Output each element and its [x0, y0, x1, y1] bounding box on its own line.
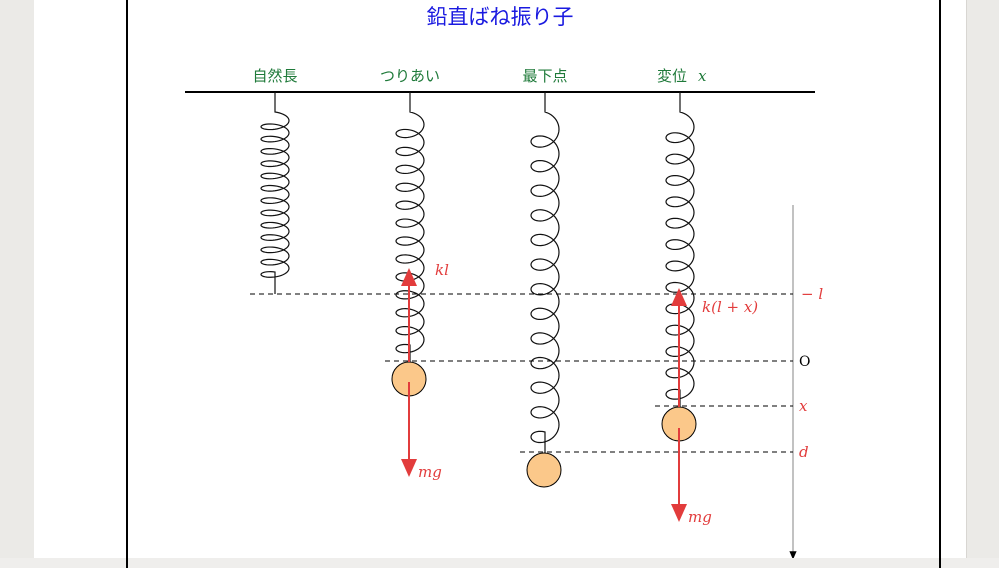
- label-gravity-disp: mg: [688, 508, 712, 526]
- axis-label-d: d: [799, 443, 809, 461]
- spring-equilibrium: [395, 92, 425, 362]
- label-spring-force-disp: k(l + x): [702, 298, 758, 316]
- figure-frame: [126, 0, 941, 568]
- axis-label-origin: O: [799, 354, 810, 370]
- col-label-displacement-text: 変位: [657, 67, 687, 85]
- page-title: 鉛直ばね振り子: [427, 5, 574, 29]
- col-label-displacement: 変位 x: [657, 67, 707, 85]
- label-gravity-eq: mg: [418, 463, 442, 481]
- spring-displaced: [665, 92, 695, 407]
- col-label-natural: 自然長: [252, 67, 297, 85]
- label-spring-force-eq: kl: [435, 261, 449, 279]
- axis-label-minus-l: − l: [801, 285, 823, 303]
- spring-lowest: [530, 92, 560, 453]
- col-label-lowest: 最下点: [522, 67, 567, 85]
- col-label-equilibrium: つりあい: [380, 67, 440, 85]
- bob-lowest: [526, 452, 562, 488]
- col-label-displacement-var: x: [698, 67, 707, 85]
- axis-label-x: x: [799, 397, 808, 415]
- spring-natural: [260, 92, 290, 294]
- springs-group: [260, 92, 695, 453]
- right-scroll-margin: [966, 0, 999, 558]
